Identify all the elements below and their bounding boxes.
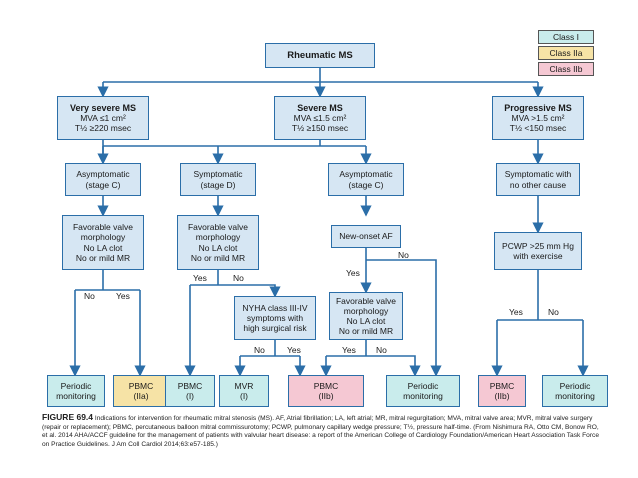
asymptomatic-stage-c-left: Asymptomatic (stage C) <box>65 163 141 196</box>
sym-d-line1: Symptomatic <box>193 169 243 180</box>
edge-label-yes-4: Yes <box>346 268 360 278</box>
outcome-pbmc-iib-mid: PBMC (IIb) <box>288 375 364 407</box>
severe-mva: MVA ≤1.5 cm² <box>293 113 347 124</box>
fav-left-l4: No or mild MR <box>75 252 131 263</box>
out-periodic2-l1: Periodic <box>407 380 439 391</box>
out-pbmc-1-l2: (I) <box>185 391 195 401</box>
edge-label-no-3: No <box>254 345 265 355</box>
pcwp-line1: PCWP >25 mm Hg <box>502 240 574 251</box>
root-label: Rheumatic MS <box>287 49 353 61</box>
asym-mid-line2: (stage C) <box>348 179 384 190</box>
favorable-valve-stage-d: Favorable valve morphology No LA clot No… <box>177 215 259 270</box>
severe-t-half: T½ ≥150 msec <box>291 123 349 134</box>
edge-label-yes-2: Yes <box>193 273 207 283</box>
caption-text: Indications for intervention for rheumat… <box>42 415 599 448</box>
asymptomatic-stage-c-mid: Asymptomatic (stage C) <box>328 163 404 196</box>
very-severe-mva: MVA ≤1 cm² <box>80 113 126 124</box>
edge-label-no-4: No <box>398 250 409 260</box>
out-mvr-1-l2: (I) <box>239 391 249 401</box>
fav-left-l2: morphology <box>80 232 126 243</box>
outcome-periodic-monitoring-1: Periodic monitoring <box>47 375 105 407</box>
nyha-high-risk: NYHA class III-IV symptoms with high sur… <box>234 296 316 340</box>
symptomatic-no-other-cause: Symptomatic with no other cause <box>496 163 580 196</box>
sym-other-line2: no other cause <box>509 179 567 190</box>
outcome-pbmc-iib-right: PBMC (IIb) <box>478 375 526 407</box>
severe-title: Severe MS <box>297 102 343 113</box>
outcome-pbmc-i: PBMC (I) <box>165 375 215 407</box>
progressive-ms-node: Progressive MS MVA >1.5 cm² T½ <150 msec <box>492 96 584 140</box>
out-pbmc-2b-right-l1: PBMC <box>489 380 515 391</box>
fav-left-l1: Favorable valve <box>72 222 133 233</box>
nyha-l2: symptoms with <box>246 312 304 323</box>
figure-caption: FIGURE 69.4 Indications for intervention… <box>42 412 602 449</box>
new-onset-af: New-onset AF <box>331 225 401 248</box>
edge-label-no-1: No <box>84 291 95 301</box>
edge-label-yes-1: Yes <box>116 291 130 301</box>
outcome-periodic-monitoring-2: Periodic monitoring <box>386 375 460 407</box>
asym-left-line2: (stage C) <box>85 179 121 190</box>
new-af-label: New-onset AF <box>339 231 393 242</box>
very-severe-title: Very severe MS <box>69 102 137 113</box>
nyha-l1: NYHA class III-IV <box>242 302 308 313</box>
out-periodic3-l2: monitoring <box>555 391 595 401</box>
fav-mid-l3: No LA clot <box>346 316 386 326</box>
out-pbmc-2b-mid-l1: PBMC <box>313 380 339 391</box>
out-pbmc-1-l1: PBMC <box>177 380 203 391</box>
out-periodic1-l1: Periodic <box>60 380 92 391</box>
out-pbmc-2a-l2: (IIa) <box>133 391 149 401</box>
fav-d-l1: Favorable valve <box>187 222 248 233</box>
out-periodic2-l2: monitoring <box>403 391 443 401</box>
asym-left-line1: Asymptomatic <box>76 169 130 180</box>
out-mvr-1-l1: MVR <box>234 380 254 391</box>
favorable-valve-mid: Favorable valve morphology No LA clot No… <box>329 292 403 340</box>
sym-d-line2: (stage D) <box>200 179 236 190</box>
pcwp-exercise: PCWP >25 mm Hg with exercise <box>494 232 582 270</box>
root-node: Rheumatic MS <box>265 43 375 68</box>
fav-d-l4: No or mild MR <box>190 252 246 263</box>
edge-label-yes-5: Yes <box>342 345 356 355</box>
edge-label-no-5: No <box>376 345 387 355</box>
out-pbmc-2a-l1: PBMC <box>128 380 154 391</box>
legend-class-2a: Class IIa <box>538 46 594 60</box>
edge-label-yes-3: Yes <box>287 345 301 355</box>
fav-d-l3: No LA clot <box>198 242 238 253</box>
out-periodic1-l2: monitoring <box>56 391 96 401</box>
fav-left-l3: No LA clot <box>83 242 123 253</box>
legend-class-1: Class I <box>538 30 594 44</box>
pcwp-line2: with exercise <box>513 251 563 261</box>
figure-number: FIGURE 69.4 <box>42 412 94 422</box>
edge-label-no-6: No <box>548 307 559 317</box>
out-pbmc-2b-right-l2: (IIb) <box>494 391 510 401</box>
progressive-mva: MVA >1.5 cm² <box>511 113 565 124</box>
symptomatic-stage-d: Symptomatic (stage D) <box>180 163 256 196</box>
out-periodic3-l1: Periodic <box>559 380 591 391</box>
fav-d-l2: morphology <box>195 232 241 243</box>
legend-class-2b: Class IIb <box>538 62 594 76</box>
sym-other-line1: Symptomatic with <box>504 169 572 180</box>
edge-label-no-2: No <box>233 273 244 283</box>
out-pbmc-2b-mid-l2: (IIb) <box>318 391 334 401</box>
asym-mid-line1: Asymptomatic <box>339 169 393 180</box>
outcome-periodic-monitoring-3: Periodic monitoring <box>542 375 608 407</box>
outcome-mvr-i: MVR (I) <box>219 375 269 407</box>
very-severe-t-half: T½ ≥220 msec <box>74 123 132 134</box>
fav-mid-l1: Favorable valve <box>335 295 396 306</box>
nyha-l3: high surgical risk <box>243 323 307 333</box>
fav-mid-l2: morphology <box>343 305 389 316</box>
progressive-title: Progressive MS <box>504 102 572 113</box>
outcome-pbmc-iia: PBMC (IIa) <box>113 375 169 407</box>
progressive-t-half: T½ <150 msec <box>509 123 567 134</box>
favorable-valve-left: Favorable valve morphology No LA clot No… <box>62 215 144 270</box>
very-severe-ms-node: Very severe MS MVA ≤1 cm² T½ ≥220 msec <box>57 96 149 140</box>
fav-mid-l4: No or mild MR <box>338 326 394 337</box>
severe-ms-node: Severe MS MVA ≤1.5 cm² T½ ≥150 msec <box>274 96 366 140</box>
edge-label-yes-6: Yes <box>509 307 523 317</box>
